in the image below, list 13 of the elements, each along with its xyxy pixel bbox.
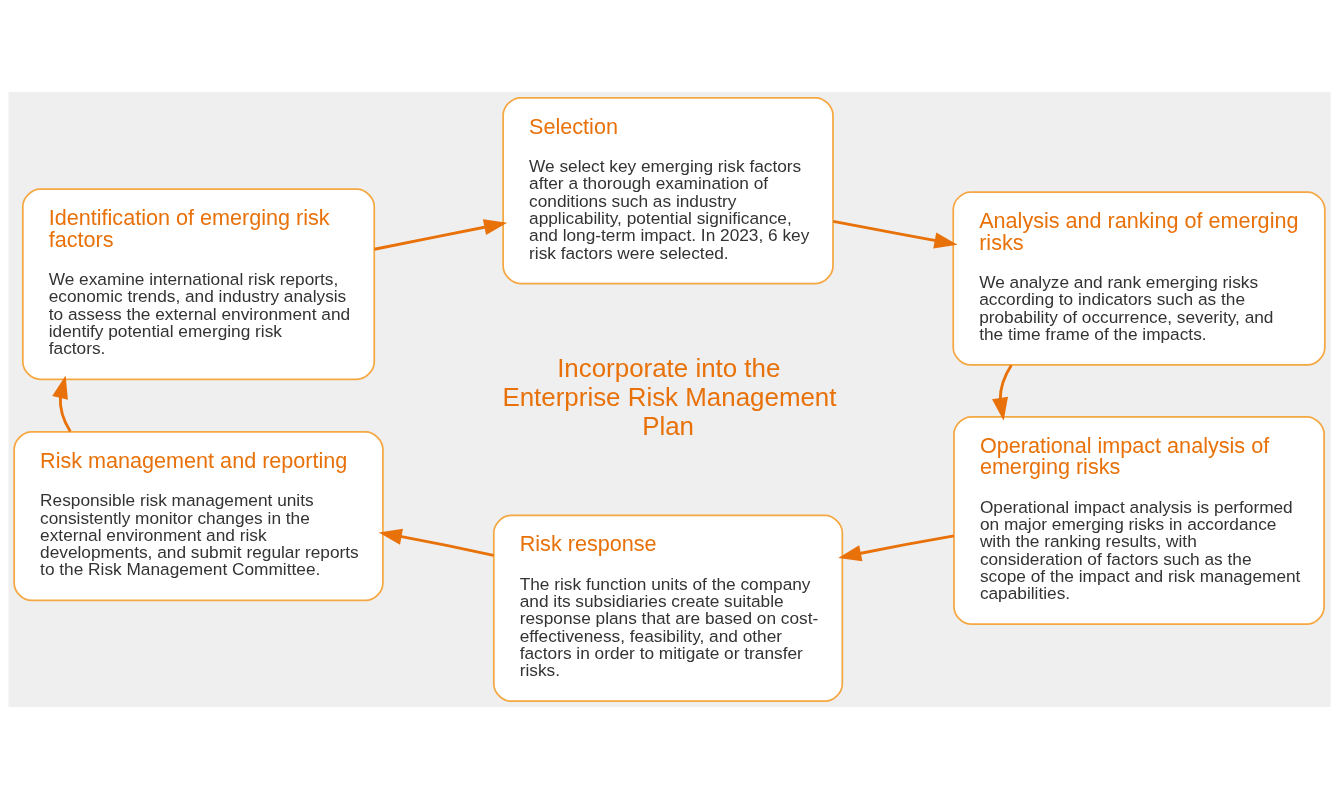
- arrow: [832, 219, 958, 248]
- node-box: Risk management and reporting Responsible risk management units consistently monitor changes in the external environment and risk developments, and submit regular reports to the Risk Management Committee.: [13, 430, 384, 601]
- arrow: [838, 534, 955, 561]
- arrow: [52, 375, 72, 432]
- node-box: Analysis and ranking of emerging risks We analyze and rank emerging risks according to indicators such as the probability of occurrence, severity, and the time frame of the impacts.: [952, 190, 1326, 366]
- label: Incorporate into the Enterprise Risk Management Plan: [502, 353, 837, 440]
- arrow: [992, 364, 1013, 421]
- node-box: Operational impact analysis of emerging risks Operational impact analysis is performed on major emerging risks in accordance with the ranking results, with consideration of factors such as the scope of the impact and risk management capabilities.: [953, 415, 1325, 625]
- arrow: [378, 528, 494, 557]
- arrow: [374, 218, 508, 251]
- node-box: Identification of emerging risk factors We examine international risk reports, economic trends, and industry analysis to assess the external environment and identify potential emerging risk factors.: [21, 187, 376, 380]
- node-box: Selection We select key emerging risk factors after a thorough examination of conditions such as industry applicability, potential significance, and long-term impact. In 2023, 6 key risk factors were selected.: [502, 96, 834, 284]
- node-box: Risk response The risk function units of the company and its subsidiaries create suitable response plans that are based on cost-effectiveness, feasibility, and other factors in order to mitigate or transfer risks.: [492, 514, 844, 702]
